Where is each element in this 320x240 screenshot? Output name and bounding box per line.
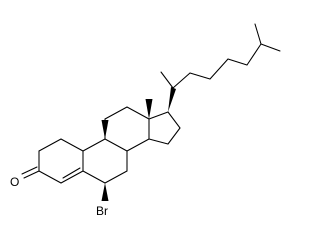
- methyl-wedge-c10: [101, 120, 109, 139]
- methyl-wedge-c13: [145, 99, 153, 119]
- bromo-substituent: Br: [96, 183, 109, 218]
- bromine-label: Br: [96, 204, 108, 218]
- molecule-canvas: O Br: [10, 23, 281, 218]
- bond: [148, 111, 169, 120]
- bond: [209, 58, 229, 80]
- wedge-bond: [101, 183, 109, 201]
- ring-d: [148, 111, 181, 145]
- bond: [60, 170, 84, 184]
- bond: [227, 58, 248, 66]
- bond: [189, 72, 211, 80]
- bond: [167, 127, 181, 145]
- bond: [104, 106, 128, 120]
- bond: [126, 138, 150, 152]
- ring-b: [82, 138, 128, 184]
- bond: [148, 138, 169, 145]
- bond: [167, 111, 181, 129]
- bond: [172, 72, 191, 89]
- side-chain: [160, 23, 281, 112]
- bond: [160, 71, 174, 89]
- wedge-bond: [168, 87, 176, 112]
- oxygen-label: O: [10, 175, 19, 189]
- bond: [126, 106, 150, 120]
- steroid-structure-diagram: O Br: [10, 23, 281, 218]
- bond: [254, 23, 262, 45]
- bond: [23, 170, 40, 179]
- bond: [38, 170, 62, 184]
- carbonyl-group: O: [10, 166, 40, 189]
- bond: [260, 43, 281, 52]
- bond: [82, 170, 106, 184]
- bond: [246, 43, 262, 66]
- bond: [60, 138, 84, 152]
- bond: [38, 138, 62, 152]
- bond: [82, 138, 106, 152]
- double-bond-inner: [62, 167, 81, 179]
- bond: [104, 170, 128, 184]
- bond: [21, 166, 38, 175]
- ring-a: [38, 138, 84, 184]
- ring-c: [104, 106, 150, 152]
- bond: [104, 138, 128, 152]
